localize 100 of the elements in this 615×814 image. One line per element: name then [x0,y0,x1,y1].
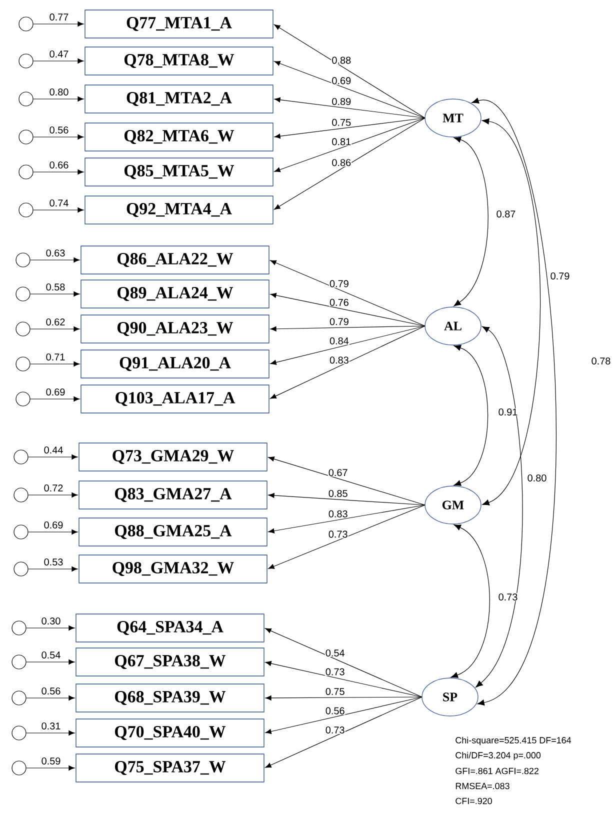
indicator-box: Q83_GMA27_A [78,480,268,510]
edge-label: 0.78 [590,356,612,366]
error-circle [16,392,30,406]
edge-label: 0.81 [331,138,352,146]
edge-label: 0.66 [48,160,70,170]
edge-label: 0.86 [331,158,352,167]
edge-label: 0.80 [526,474,548,482]
edge-label: 0.69 [45,388,66,396]
edge-label: 0.79 [329,280,350,288]
edge-label: 0.69 [43,520,64,530]
edge-label: 0.71 [45,352,66,362]
error-circle [16,252,30,268]
edge-label: 0.76 [329,298,350,306]
indicator-box: Q78_MTA8_W [84,46,274,76]
edge-label: 0.87 [496,210,516,218]
edge-label: 0.73 [324,668,346,676]
loading-arrow [274,118,426,172]
loading-arrow [270,326,426,365]
loading-arrow [268,504,426,569]
indicator-box: Q103_ALA17_A [80,384,270,414]
edge-label: 0.59 [40,756,62,766]
loading-arrow [274,118,426,210]
error-arrow [26,730,75,736]
indicator-box: Q82_MTA6_W [84,122,274,152]
indicator-box: Q90_ALA23_W [80,314,270,344]
indicator-box: Q91_ALA20_A [80,350,270,378]
indicator-box: Q88_GMA25_A [78,518,268,546]
error-circle [18,16,34,32]
edge-label: 0.67 [328,468,348,477]
indicator-box: Q86_ALA22_W [80,246,270,274]
edge-label: 0.83 [328,510,348,518]
indicator-box: Q89_ALA24_W [80,280,270,308]
edge-label: 0.75 [324,687,346,696]
error-arrow [33,170,84,175]
edge-label: 0.91 [498,408,518,416]
fit-statistic: CFI=.920 [456,798,492,804]
edge-label: 0.73 [498,592,518,602]
error-arrow [33,96,84,102]
edge-label: 0.30 [40,616,62,626]
loading-arrow [265,696,422,734]
edge-label: 0.79 [329,318,350,326]
edge-label: 0.77 [48,12,70,22]
edge-label: 0.31 [40,722,62,730]
error-circle [14,450,28,464]
indicator-box: Q98_GMA32_W [78,554,268,584]
edge-label: 0.83 [329,356,350,364]
error-circle [18,202,34,218]
loading-arrow [268,504,426,534]
error-arrow [26,626,75,630]
edge-label: 0.54 [40,650,62,660]
indicator-box: Q67_SPA38_W [76,648,264,676]
indicator-box: Q70_SPA40_W [76,718,264,748]
error-circle [12,654,26,670]
error-arrow [33,22,84,27]
fit-statistic: RMSEA=.083 [456,782,510,790]
error-arrow [33,208,84,213]
edge-label: 0.80 [48,88,70,96]
indicator-box: Q73_GMA29_W [78,442,268,472]
edge-label: 0.84 [329,336,350,345]
error-arrow [28,492,78,498]
error-arrow [30,396,80,402]
covariance-arrow [476,326,523,688]
error-arrow [33,134,84,140]
error-circle [18,92,34,106]
edge-label: 0.73 [324,726,346,734]
loading-arrow [265,661,422,698]
error-circle [18,54,34,68]
covariance-arrow [454,136,488,306]
loading-arrow [274,24,426,118]
error-circle [18,164,34,180]
fit-statistic: Chi-square=525.415 DF=164 [456,736,572,746]
edge-label: 0.62 [45,318,66,326]
covariance-arrow [472,98,556,706]
edge-label: 0.44 [43,446,64,454]
edge-label: 0.85 [328,489,348,498]
error-circle [18,130,34,144]
error-arrow [33,58,84,64]
loading-arrow [274,97,426,118]
error-arrow [28,530,78,534]
edge-label: 0.73 [328,530,348,538]
loading-arrow [265,695,422,700]
edge-label: 0.58 [45,282,66,292]
edge-label: 0.74 [48,198,70,208]
error-arrow [30,258,80,263]
covariance-arrow [454,344,488,486]
edge-label: 0.88 [331,56,352,64]
loading-arrow [268,492,426,506]
error-arrow [26,660,75,664]
error-arrow [30,326,80,332]
edge-label: 0.56 [40,686,62,696]
edge-label: 0.54 [324,648,346,658]
edge-label: 0.75 [331,118,352,126]
covariance-arrow [482,118,541,506]
error-arrow [26,766,75,770]
error-arrow [30,362,80,366]
edge-label: 0.89 [331,97,352,106]
loading-arrow [270,260,426,326]
indicator-box: Q85_MTA5_W [84,158,274,186]
error-circle [14,524,28,540]
error-circle [12,760,26,776]
